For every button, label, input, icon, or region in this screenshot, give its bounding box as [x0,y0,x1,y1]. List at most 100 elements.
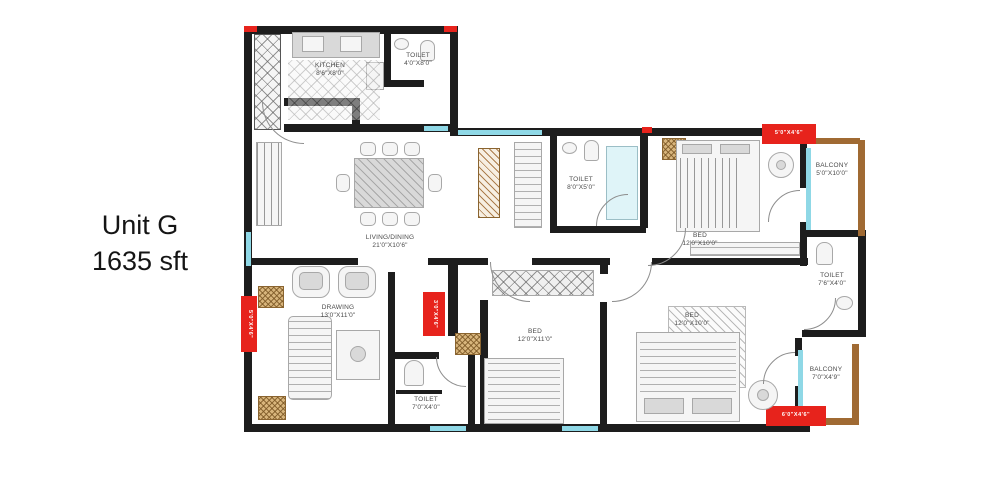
bed-blanket [640,336,736,392]
wc-icon [584,140,599,161]
wall-segment [802,230,866,237]
unit-label: Unit G 1635 sft [55,207,225,280]
duct-shaft [256,142,282,226]
door-arc [648,228,686,266]
wall-segment [384,80,424,87]
balcony-railing [858,140,865,236]
wc-icon [404,360,424,386]
toilet-shelf [396,390,442,394]
window-marker: 5'0"X4'6" [241,296,257,352]
dining-chair [382,142,398,156]
plant-decor [350,346,366,362]
wall-segment [244,26,458,34]
kitchen-stove [340,36,362,52]
window-marker-text: 3'0"X4'6" [431,299,438,329]
wc-icon [420,40,435,61]
kitchen-fridge [366,62,384,90]
wall-segment [284,98,360,106]
door-arc [262,102,304,144]
window-marker-text: 5'0"X4'6" [774,130,804,137]
door-arc [436,357,466,387]
wall-segment [600,258,608,274]
dining-chair [428,174,442,192]
window-sill [798,350,803,414]
window-sill [806,148,811,230]
dining-chair [382,212,398,226]
window-sill [246,232,251,266]
bed-pillow [682,144,712,154]
window-corner-tick [642,127,652,133]
washbasin-icon [394,38,409,50]
plant-decor [776,160,786,170]
balcony-railing [852,344,859,424]
window-marker: 6'0"X4'6" [766,406,826,426]
wall-segment [428,258,488,265]
dining-chair [404,142,420,156]
balcony-railing [795,418,859,425]
bed-blanket [680,158,740,228]
armchair-cushion [345,272,369,290]
wall-segment [468,352,475,432]
wall-segment [600,302,607,424]
door-arc [612,262,652,302]
dining-chair [336,174,350,192]
door-arc [763,352,795,384]
wall-segment [352,98,360,132]
bed-blanket [488,362,560,420]
wall-segment [550,226,646,233]
window-marker-text: 6'0"X4'6" [781,412,811,419]
decor-motif [455,333,481,355]
wall-segment [800,136,807,188]
window-sill [458,130,542,135]
plant-decor [757,389,769,401]
armchair-cushion [299,272,323,290]
door-arc [804,298,836,330]
sofa-bench [514,142,542,228]
door-arc [768,190,800,222]
wall-segment [284,124,452,132]
window-marker: 5'0"X4'6" [762,124,816,144]
bed-pillow [644,398,684,414]
wall-segment [244,136,252,432]
bed-pillow [692,398,732,414]
dresser [690,242,800,256]
wall-segment [395,352,439,359]
kitchen-sink [302,36,324,52]
wall-segment [550,136,557,231]
door-arc [490,262,530,302]
window-marker: 3'0"X4'6" [423,292,445,336]
wall-segment [795,338,802,356]
wall-segment [640,136,648,228]
wall-segment [244,26,252,136]
window-sill [424,126,448,131]
decor-motif [258,286,284,308]
kitchen-floor-tiles [288,60,380,120]
balcony-railing [806,138,860,144]
wall-segment [450,26,458,136]
sofa [288,316,332,400]
wall-segment [244,258,358,265]
unit-area: 1635 sft [91,246,189,277]
bed-pillow [720,144,750,154]
wall-segment [532,258,610,265]
dining-chair [360,212,376,226]
wall-segment [244,424,810,432]
wall-segment [652,258,808,265]
crockery-unit [478,148,500,218]
washbasin-icon [836,296,853,310]
wall-segment [648,128,770,136]
wc-icon [816,242,833,265]
washbasin-icon [562,142,577,154]
